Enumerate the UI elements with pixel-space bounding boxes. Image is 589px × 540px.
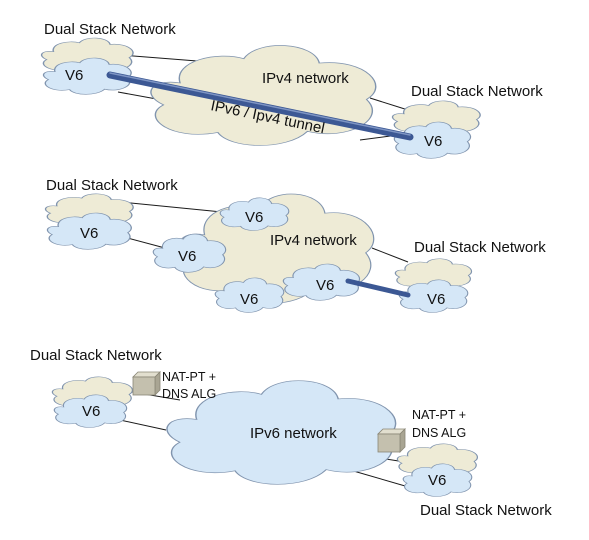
nat-pt-label: NAT-PT + xyxy=(162,370,216,384)
dual-stack-label: Dual Stack Network xyxy=(411,83,543,100)
v6-label: V6 xyxy=(427,291,445,308)
dual-stack-label: Dual Stack Network xyxy=(44,21,176,38)
v6-label: V6 xyxy=(428,472,446,489)
ipv6-tunnel-segment xyxy=(345,278,411,298)
dual-stack-label: Dual Stack Network xyxy=(414,239,546,256)
ipv6-network-label: IPv6 network xyxy=(250,425,337,442)
link-line xyxy=(371,247,409,263)
dual-stack-label: Dual Stack Network xyxy=(46,177,178,194)
v6-label: V6 xyxy=(240,291,258,308)
link-line xyxy=(369,97,409,111)
v6-label: V6 xyxy=(178,248,196,265)
tunnel-highlight xyxy=(109,72,411,136)
v6-label: V6 xyxy=(82,403,100,420)
ipv4-network-label: IPv4 network xyxy=(262,70,349,87)
nat-pt-router-box xyxy=(132,371,161,396)
v6-label: V6 xyxy=(65,67,83,84)
nat-pt-router-box xyxy=(377,428,406,453)
v6-label: V6 xyxy=(424,133,442,150)
dual-stack-label: Dual Stack Network xyxy=(30,347,162,364)
v6-label: V6 xyxy=(80,225,98,242)
dual-stack-label: Dual Stack Network xyxy=(420,502,552,519)
dns-alg-label: DNS ALG xyxy=(162,387,216,401)
panel-1-tunnel: Dual Stack Network IPv4 network Dual Sta… xyxy=(42,21,543,158)
ipv4-network-label: IPv4 network xyxy=(270,232,357,249)
dns-alg-label: DNS ALG xyxy=(412,426,466,440)
panel-2-dual-stack: Dual Stack Network IPv4 network Dual Sta… xyxy=(46,177,546,313)
ipv6-ipv4-tunnel xyxy=(106,71,414,141)
link-line xyxy=(349,469,413,489)
nat-pt-label: NAT-PT + xyxy=(412,408,466,422)
panel-3-nat-pt: Dual Stack Network NAT-PT + DNS ALG IPv6… xyxy=(30,347,552,519)
link-line xyxy=(119,419,167,431)
v6-label: V6 xyxy=(316,277,334,294)
v6-label: V6 xyxy=(245,209,263,226)
